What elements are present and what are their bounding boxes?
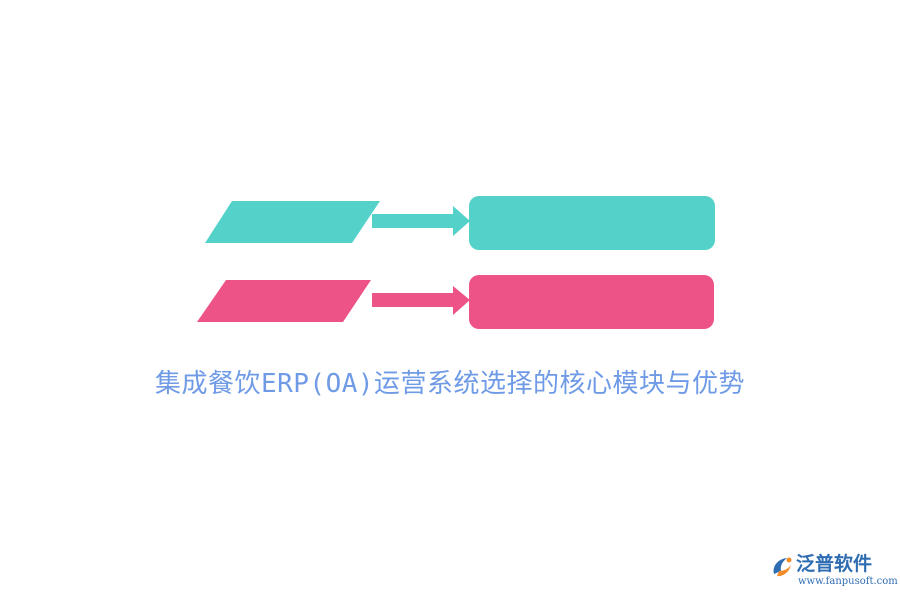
- arrow-1-head: [453, 206, 470, 236]
- brand-url: www.fanpusoft.com: [798, 576, 898, 587]
- arrow-1: [372, 206, 470, 236]
- arrow-2: [372, 286, 470, 315]
- input-parallelogram-2: [197, 280, 371, 322]
- input-parallelogram-1: [205, 201, 380, 243]
- output-box-1: [469, 196, 715, 250]
- diagram-title: 集成餐饮ERP(OA)运营系统选择的核心模块与优势: [154, 369, 746, 399]
- arrow-1-shaft: [372, 214, 456, 228]
- flow-row-2: [197, 275, 714, 329]
- arrow-2-head: [453, 286, 470, 315]
- output-box-2: [469, 275, 714, 329]
- flow-row-1: [205, 196, 715, 250]
- arrow-2-shaft: [372, 293, 456, 307]
- brand-name: 泛普软件: [796, 553, 873, 575]
- brand-logo-icon: [773, 557, 792, 577]
- brand-watermark: 泛普软件 www.fanpusoft.com: [768, 552, 898, 594]
